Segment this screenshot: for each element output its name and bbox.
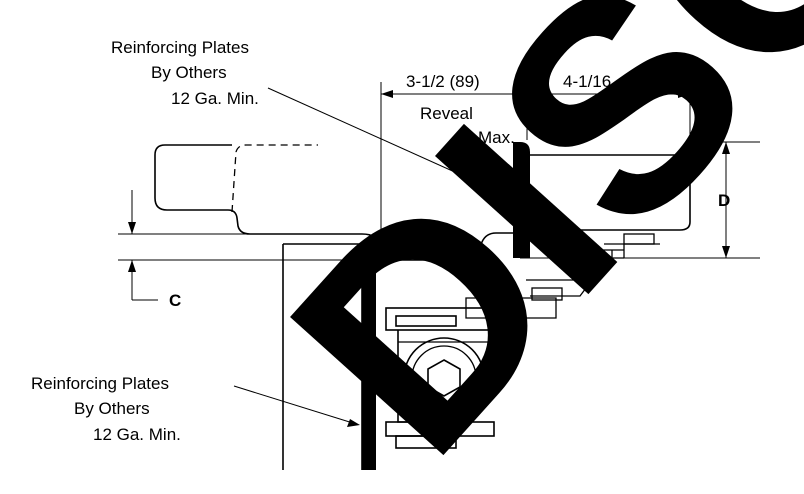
frame-jamb: [282, 243, 376, 470]
leader-bottom: [233, 385, 360, 427]
reveal-dimension-max: Max.: [478, 128, 515, 147]
dimension-offset: [527, 82, 691, 158]
reveal-dimension-label: Reveal: [420, 104, 473, 123]
dimension-d-label: D: [718, 191, 730, 210]
dimension-c: [118, 190, 400, 301]
bottom-label-line2: By Others: [74, 399, 150, 418]
bottom-label-line1: Reinforcing Plates: [31, 374, 169, 393]
dimension-d: [520, 141, 760, 259]
watermark-text: DISCO: [228, 0, 804, 494]
reinforcing-plate-upper: [513, 142, 530, 258]
hinge-pivot-block: [385, 307, 495, 449]
offset-dimension-metric: (103): [578, 104, 618, 123]
leader-top: [267, 87, 512, 198]
offset-dimension-value: 4-1/16: [563, 72, 611, 91]
hinge-leaf-right: [530, 154, 691, 231]
door-profile: [154, 144, 513, 261]
reveal-dimension-value: 3-1/2 (89): [406, 72, 480, 91]
top-label-line1: Reinforcing Plates: [111, 38, 249, 57]
top-label-line2: By Others: [151, 63, 227, 82]
dimension-c-label: C: [169, 291, 181, 310]
watermark: DISCO: [228, 0, 804, 494]
dimension-reveal: [380, 82, 528, 246]
bottom-label-line3: 12 Ga. Min.: [93, 425, 181, 444]
reinforcing-plate-lower: [362, 244, 376, 470]
top-label-line3: 12 Ga. Min.: [171, 89, 259, 108]
